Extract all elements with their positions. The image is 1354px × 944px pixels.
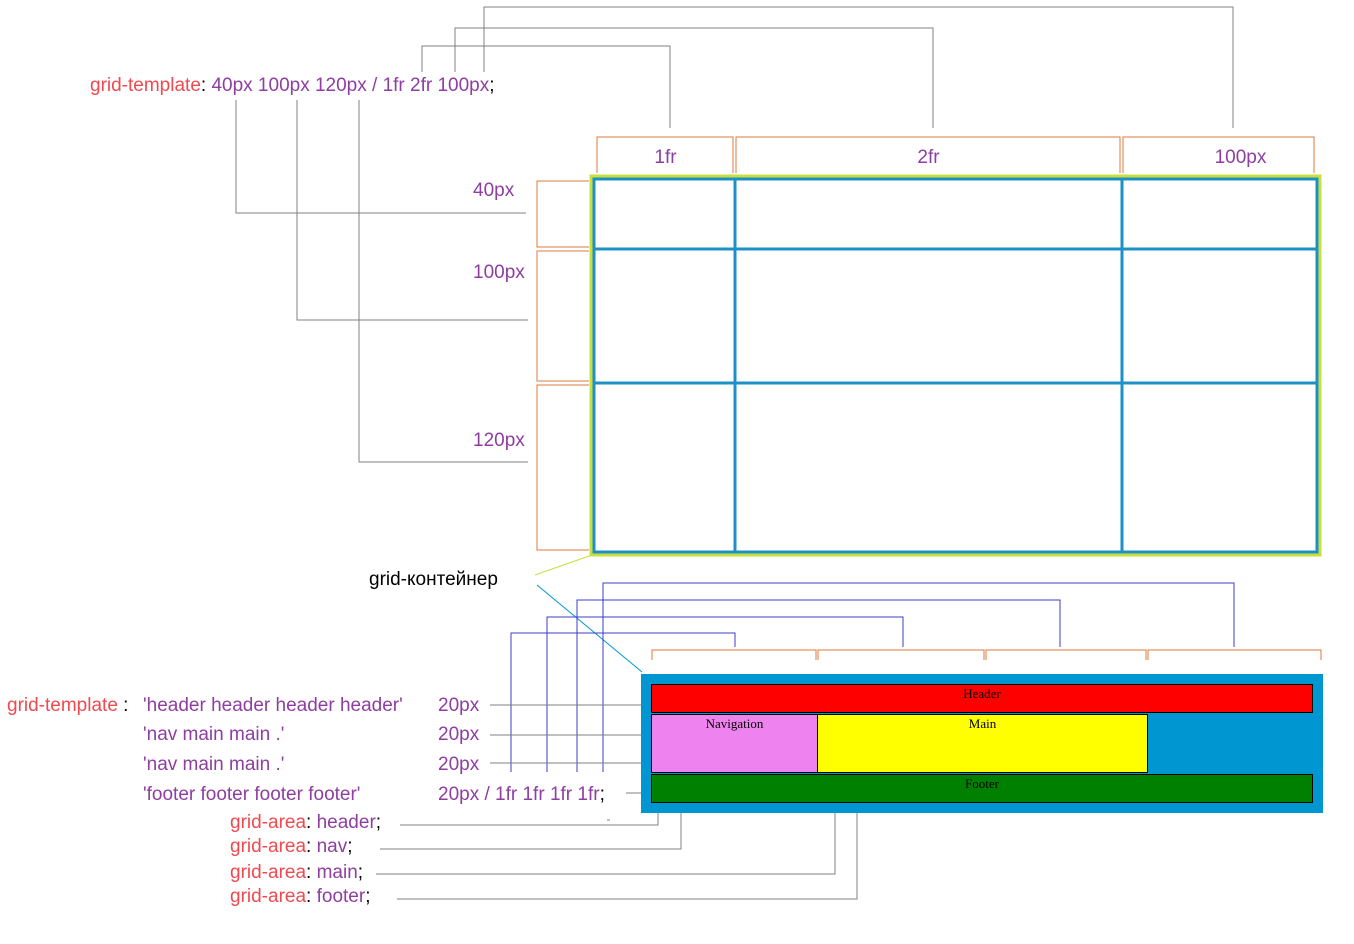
top-grid-template-rule: grid-template: 40px 100px 120px / 1fr 2f… (90, 75, 495, 97)
template-row-3-size: 20px (438, 754, 480, 775)
template-row-4-size: 20px / 1fr 1fr 1fr 1fr (438, 784, 600, 805)
header-area: Header (651, 684, 1313, 713)
bottom-grid-template-rule: grid-template : (7, 695, 128, 717)
colon: : (117, 695, 129, 716)
property-value: main (316, 862, 358, 883)
row-label-40px: 40px (473, 180, 515, 201)
property-name: grid-area (230, 836, 307, 857)
property-name: grid-template (7, 695, 118, 716)
grid-area-header-rule: grid-area: header; (230, 812, 382, 833)
template-row-4-areas: 'footer footer footer footer' (143, 784, 361, 805)
grid-area-main-rule: grid-area: main; (230, 862, 364, 883)
bottom-column-brackets (651, 649, 1322, 660)
top-grid-lines (592, 177, 1319, 554)
colon: : (200, 75, 207, 96)
property-name: grid-area (230, 862, 307, 883)
property-name: grid-area (230, 812, 307, 833)
row-label-100px: 100px (473, 262, 525, 283)
property-value: header (316, 812, 376, 833)
template-row-4-size-line: 20px / 1fr 1fr 1fr 1fr; (438, 784, 605, 806)
template-row-1-size: 20px (438, 695, 480, 716)
column-label-100px: 100px (1214, 147, 1267, 168)
grid-container-label: grid-контейнер (369, 569, 498, 590)
bottom-column-connectors (510, 582, 1235, 772)
semicolon: ; (489, 75, 495, 96)
main-area: Main (817, 714, 1148, 773)
column-connectors (235, 6, 1234, 463)
grid-area-nav-rule: grid-area: nav; (230, 836, 353, 857)
container-pointer-top (534, 554, 593, 576)
property-value: nav (316, 836, 348, 857)
top-grid-container-border (589, 174, 1322, 557)
property-name: grid-template (90, 75, 201, 96)
template-row-2-areas: 'nav main main .' (143, 724, 285, 745)
bottom-grid-container: Header Navigation Main Footer (641, 674, 1323, 813)
grid-area-footer-rule: grid-area: footer; (230, 886, 371, 907)
column-label-1fr: 1fr (654, 147, 677, 168)
template-row-3-areas: 'nav main main .' (143, 754, 285, 775)
property-value: 40px 100px 120px / 1fr 2fr 100px (211, 75, 490, 96)
footer-area: Footer (651, 774, 1313, 803)
column-brackets (596, 136, 1315, 173)
row-label-120px: 120px (473, 430, 525, 451)
semicolon: ; (599, 784, 605, 805)
template-row-2-size: 20px (438, 724, 480, 745)
property-value: footer (316, 886, 366, 907)
property-name: grid-area (230, 886, 307, 907)
template-row-1-areas: 'header header header header' (143, 695, 403, 716)
column-label-2fr: 2fr (917, 147, 940, 168)
row-brackets (536, 180, 589, 551)
container-pointer-bottom (536, 584, 643, 673)
nav-area: Navigation (651, 714, 818, 773)
